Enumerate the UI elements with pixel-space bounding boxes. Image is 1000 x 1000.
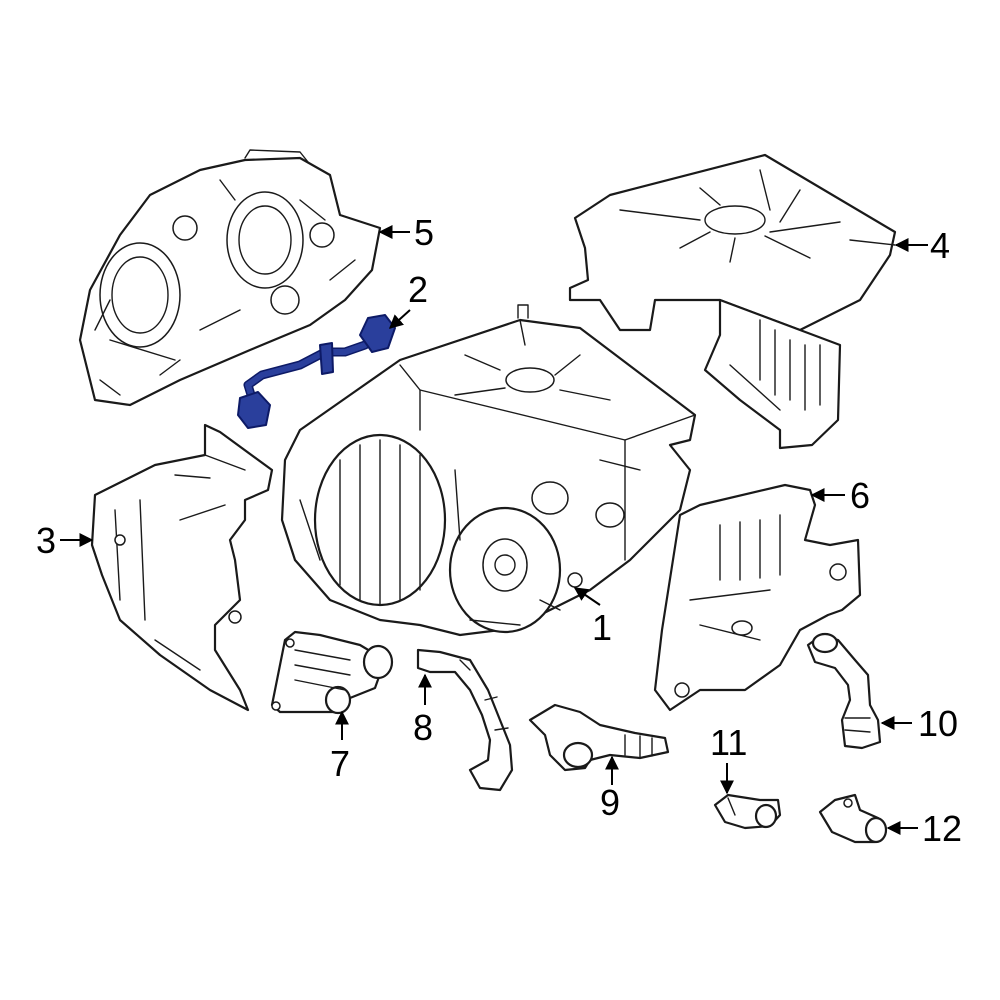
callout-3-label: 3 <box>36 520 56 561</box>
part-1-drive-unit[interactable] <box>280 304 697 637</box>
part-3-side-shield[interactable] <box>90 423 274 712</box>
callout-4: 4 <box>894 225 950 266</box>
part-6-right-shield[interactable] <box>653 483 862 712</box>
callout-1-label: 1 <box>592 607 612 648</box>
callout-1: 1 <box>573 587 612 648</box>
callout-12-label: 12 <box>922 808 962 849</box>
callout-11-label: 11 <box>710 722 747 763</box>
callout-7-label: 7 <box>330 743 350 784</box>
part-4-shield[interactable] <box>568 153 897 450</box>
callout-6-label: 6 <box>850 475 870 516</box>
callout-3: 3 <box>36 520 94 561</box>
callout-10: 10 <box>880 703 958 744</box>
part-11-sensor[interactable] <box>713 793 782 830</box>
callout-8: 8 <box>413 673 433 748</box>
callout-8-label: 8 <box>413 707 433 748</box>
part-9-hose[interactable] <box>528 703 670 772</box>
callout-6: 6 <box>810 475 870 516</box>
callout-9: 9 <box>600 755 620 823</box>
callout-2: 2 <box>388 269 428 329</box>
part-2-wiring-harness[interactable] <box>237 314 396 429</box>
part-8-hose[interactable] <box>416 648 514 792</box>
part-5-housing-cover[interactable] <box>78 149 382 407</box>
part-10-elbow-fitting[interactable] <box>806 632 882 750</box>
callout-5: 5 <box>378 212 434 253</box>
callout-11: 11 <box>710 722 747 795</box>
callout-7: 7 <box>330 710 350 784</box>
callout-4-label: 4 <box>930 225 950 266</box>
part-12-sensor[interactable] <box>818 793 888 844</box>
callout-2-label: 2 <box>408 269 428 310</box>
callout-12: 12 <box>886 808 962 849</box>
part-7-control-module[interactable] <box>270 630 394 715</box>
callout-10-label: 10 <box>918 703 958 744</box>
callout-9-label: 9 <box>600 782 620 823</box>
callout-5-label: 5 <box>414 212 434 253</box>
